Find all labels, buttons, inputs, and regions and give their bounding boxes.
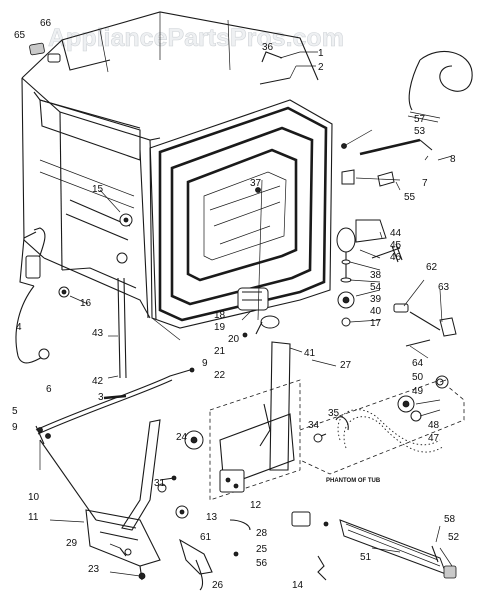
callout-45: 45 — [390, 240, 402, 251]
callout-38: 38 — [370, 270, 382, 281]
callout-41: 41 — [304, 348, 316, 359]
callout-1: 1 — [318, 48, 324, 59]
callout-18: 18 — [214, 310, 226, 321]
callout-35: 35 — [328, 408, 340, 419]
callout-6: 6 — [46, 384, 52, 395]
callout-44: 44 — [390, 228, 402, 239]
callout-36: 36 — [262, 42, 274, 53]
callout-37: 37 — [250, 178, 262, 189]
callout-40: 40 — [370, 306, 382, 317]
callout-16: 16 — [80, 298, 92, 309]
callout-25: 25 — [256, 544, 268, 555]
callout-23: 23 — [88, 564, 100, 575]
watermark: AppliancePartsPros.com — [48, 24, 344, 52]
callout-2: 2 — [318, 62, 324, 73]
callout-55: 55 — [404, 192, 416, 203]
callout-8: 8 — [450, 154, 456, 165]
callout-62: 62 — [426, 262, 438, 273]
callout-31: 31 — [154, 478, 166, 489]
callout-9-center: 9 — [202, 358, 208, 369]
callout-34: 34 — [308, 420, 320, 431]
callout-42: 42 — [92, 376, 104, 387]
callout-12: 12 — [250, 500, 262, 511]
tub-opening — [149, 99, 333, 329]
callout-50: 50 — [412, 372, 424, 383]
leader-lines — [39, 51, 453, 577]
callout-5: 5 — [12, 406, 18, 417]
callout-14: 14 — [292, 580, 304, 591]
bottom-rail — [339, 519, 457, 579]
callout-21: 21 — [214, 346, 226, 357]
callout-46: 46 — [390, 252, 402, 263]
callout-52: 52 — [448, 532, 460, 543]
center-panel — [159, 341, 329, 591]
callout-48: 48 — [428, 420, 440, 431]
callout-28: 28 — [256, 528, 268, 539]
callout-39: 39 — [370, 294, 382, 305]
callout-11: 11 — [28, 512, 39, 523]
callout-49: 49 — [412, 386, 424, 397]
cabinet-frame — [21, 11, 319, 321]
callout-19: 19 — [214, 322, 226, 333]
callout-13: 13 — [206, 512, 218, 523]
callout-43: 43 — [92, 328, 104, 339]
tub-phantom-note: PHANTOM OF TUB — [326, 478, 381, 484]
callout-7: 7 — [422, 178, 428, 189]
left-side-parts — [15, 42, 195, 445]
door-hinge-assembly — [39, 419, 167, 581]
callout-29: 29 — [66, 538, 78, 549]
callout-63: 63 — [438, 282, 450, 293]
callout-65: 65 — [14, 30, 26, 41]
callout-53: 53 — [414, 126, 426, 137]
callout-17: 17 — [370, 318, 382, 329]
callout-26: 26 — [212, 580, 224, 591]
callout-9-left: 9 — [12, 422, 18, 433]
callout-10: 10 — [28, 492, 40, 503]
callout-24: 24 — [176, 432, 188, 443]
callout-56: 56 — [256, 558, 268, 569]
callout-15: 15 — [92, 184, 104, 195]
callout-20: 20 — [228, 334, 240, 345]
callout-27: 27 — [340, 360, 352, 371]
callout-61: 61 — [200, 532, 212, 543]
callout-57: 57 — [414, 114, 426, 125]
callout-64: 64 — [412, 358, 424, 369]
callout-labels: 65 66 36 1 2 57 53 8 7 55 15 37 44 45 46… — [12, 18, 460, 591]
pump-motor-assembly — [237, 287, 280, 338]
callout-66: 66 — [40, 18, 52, 29]
callout-22: 22 — [214, 370, 226, 381]
callout-47: 47 — [428, 433, 440, 444]
callout-4: 4 — [16, 322, 22, 333]
callout-51: 51 — [360, 552, 372, 563]
callout-54: 54 — [370, 282, 382, 293]
callout-3: 3 — [98, 392, 104, 403]
right-side-parts — [255, 51, 473, 386]
tub-phantom-section — [299, 375, 465, 475]
callout-58: 58 — [444, 514, 456, 525]
